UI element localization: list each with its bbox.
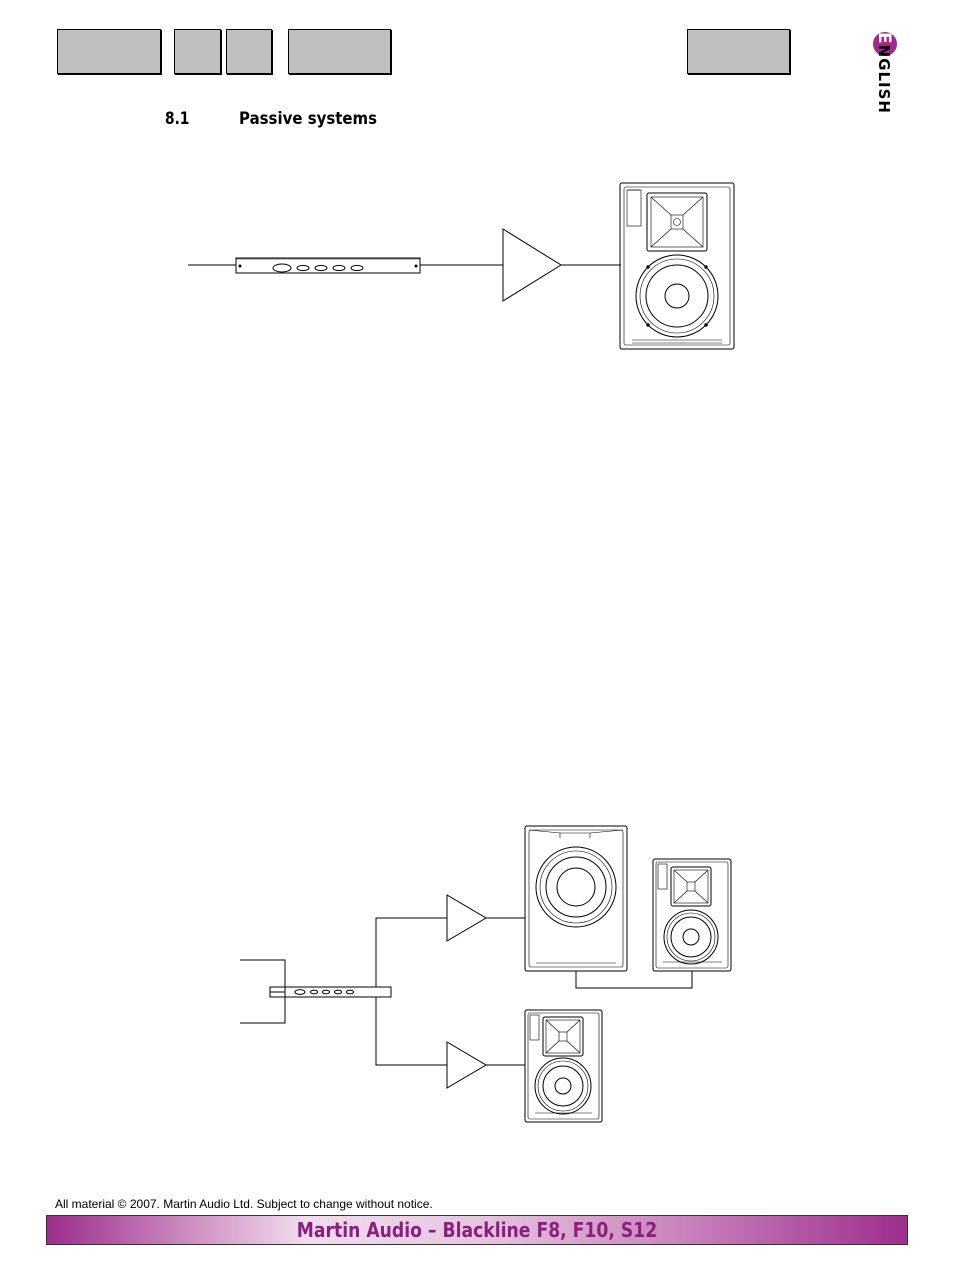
language-rest: NGLISH: [875, 44, 893, 114]
amp-feed-upper: [375, 917, 447, 987]
amplifier-lower-icon: [446, 1041, 487, 1089]
amplifier-upper-icon: [446, 894, 487, 942]
language-label: ENGLISH: [874, 32, 894, 114]
link-cable: [575, 971, 693, 989]
header-tab-3[interactable]: [226, 29, 272, 74]
amplifier-icon: [502, 228, 562, 302]
header-tab-2[interactable]: [174, 29, 221, 74]
controller-rack-icon: [235, 257, 421, 274]
footer-banner: Martin Audio – Blackline F8, F10, S12: [46, 1215, 908, 1245]
s12-subwoofer-icon: [524, 825, 628, 972]
language-dot-icon: [873, 32, 897, 56]
diagram-passive-sub-and-tops: [240, 825, 732, 1123]
input-cable-a: [240, 959, 286, 992]
language-initial: E: [874, 32, 894, 45]
input-cable-b: [240, 992, 286, 1024]
f-series-cabinet-icon: [619, 182, 735, 350]
f-series-cabinet-lower-icon: [524, 1009, 603, 1123]
section-title: Passive systems: [239, 109, 378, 129]
header-tab-4[interactable]: [288, 29, 391, 74]
controller-rack-icon-2: [269, 986, 392, 998]
footer-title: Martin Audio – Blackline F8, F10, S12: [296, 1218, 658, 1242]
amp-feed-lower: [375, 997, 447, 1066]
diagram-passive-single: [188, 182, 735, 350]
f-series-cabinet-upper-icon: [652, 858, 732, 972]
copyright-notice: All material © 2007. Martin Audio Ltd. S…: [55, 1197, 433, 1211]
header-tab-1[interactable]: [57, 29, 161, 74]
header-tab-5[interactable]: [687, 29, 790, 74]
language-marker: ENGLISH: [871, 32, 901, 132]
section-number: 8.1: [165, 109, 190, 129]
